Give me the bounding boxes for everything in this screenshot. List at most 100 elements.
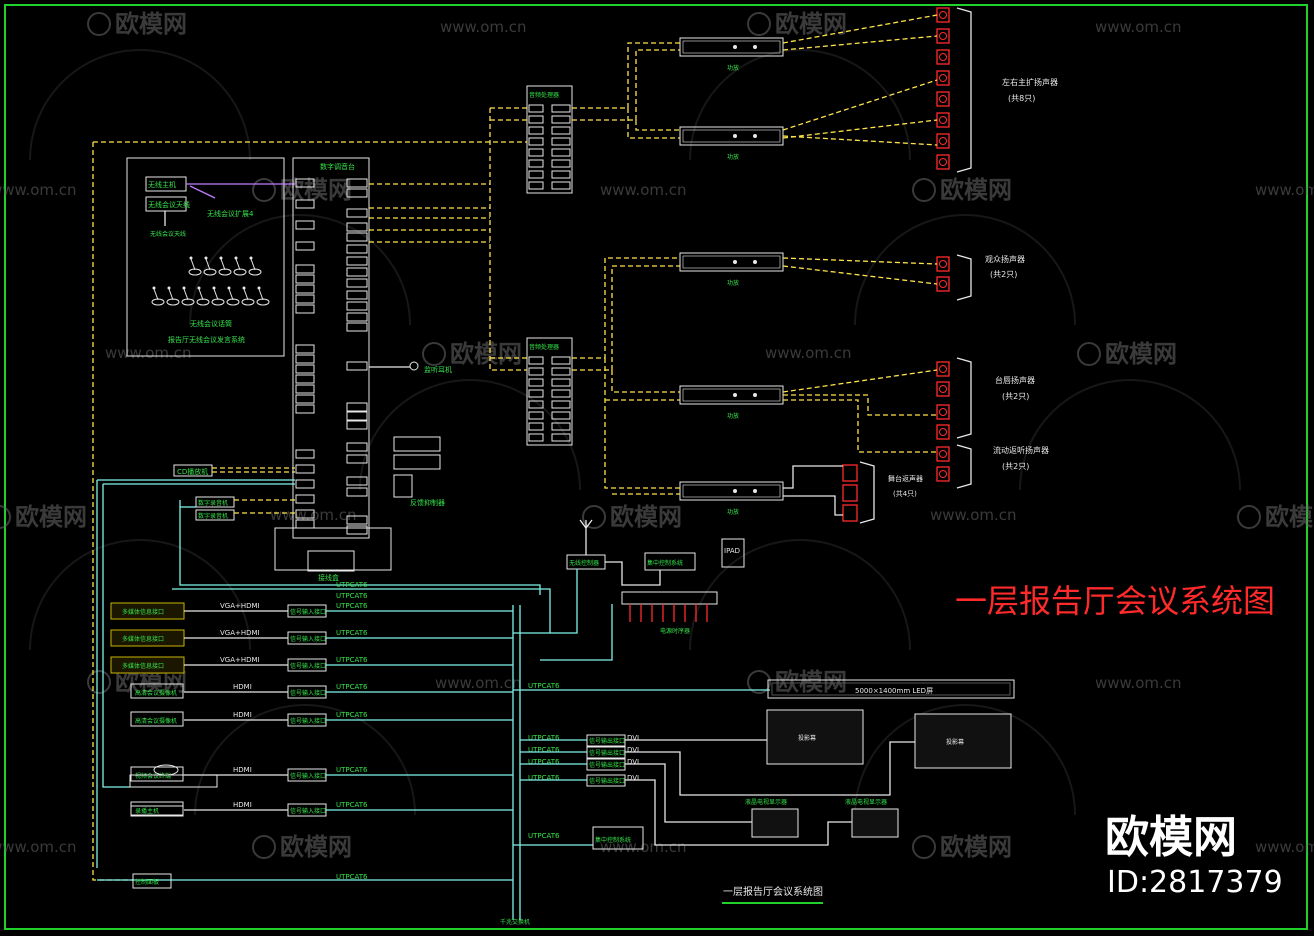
watermark-logo-icon [747, 12, 771, 36]
speaker-box [936, 381, 950, 397]
recorder-1 [195, 496, 235, 508]
amplifier-knob [733, 260, 737, 264]
speaker-icon [936, 154, 950, 170]
dsp-top-label: 音频处理器 [529, 91, 559, 99]
dsp-port [551, 137, 571, 146]
watermark-url: www.om.cn [1095, 674, 1182, 692]
cd-label: CD播放机 [177, 467, 208, 476]
antenna-icon [579, 519, 593, 530]
speaker-icon [936, 112, 950, 128]
hall-speaker-count: (共2只) [990, 270, 1017, 279]
microphone-icon [226, 286, 240, 306]
stage-speaker-label: 台唇扬声器 [995, 375, 1035, 385]
mixer-output-port [346, 188, 368, 198]
lcd-display-1 [751, 808, 799, 838]
led-cable-label: UTPCAT6 [528, 682, 560, 690]
watermark-url: www.om.cn [1095, 18, 1182, 36]
signal-output-label: 信号输出接口 [589, 777, 625, 785]
conference-system-label: 报告厅无线会议发言系统 [168, 335, 245, 344]
speaker-group-brace [956, 7, 972, 173]
mixer-output-port [346, 178, 368, 188]
signal-output-label: 信号输出接口 [589, 749, 625, 757]
source-cable-label: UTPCAT6 [336, 602, 368, 610]
watermark-url: www.om.cn [440, 18, 527, 36]
amplifier-knob [733, 45, 737, 49]
amplifier-panel [682, 484, 781, 498]
dsp-port [528, 389, 544, 398]
amplifier-knob [753, 45, 757, 49]
mic-neck [168, 288, 174, 301]
amplifier-unit [679, 126, 784, 146]
mixer-input-port [295, 294, 315, 304]
main-speaker-label: 左右主扩扬声器 [1002, 77, 1058, 87]
speaker-cone [939, 260, 947, 268]
source-cable-label: UTPCAT6 [336, 629, 368, 637]
mixer-output-port [346, 322, 368, 332]
watermark-logo-icon [0, 505, 11, 529]
source-link-label: VGA+HDMI [220, 602, 260, 610]
dsp-port [528, 137, 544, 146]
video-bus [102, 484, 130, 788]
antenna-label: 无线会议天线 [150, 230, 186, 238]
mic-head [182, 286, 186, 290]
mixer-input-port [295, 384, 315, 394]
mixer-output-port [346, 278, 368, 288]
dsp-port [528, 356, 544, 365]
amplifier-unit [679, 37, 784, 57]
watermark-arc [854, 214, 1076, 326]
jack-label: 接线盒 [318, 573, 339, 582]
source-device-box [130, 711, 184, 727]
dsp-port [551, 378, 571, 387]
mixer-input-port [295, 284, 315, 294]
power-sequencer-label: 电源时序器 [660, 627, 690, 635]
led-screen-label: 5000×1400mm LED屏 [855, 687, 933, 695]
mic-head [212, 286, 216, 290]
source-link-label: HDMI [233, 711, 252, 719]
jack-unit [307, 550, 355, 572]
signal-input-label: 信号输入接口 [290, 689, 326, 697]
amplifier-label: 功放 [727, 412, 739, 420]
speaker-icon [936, 133, 950, 149]
cd-player [173, 464, 213, 477]
wireless-antenna-unit [145, 196, 187, 212]
cable-label-top-2: UTPCAT6 [336, 592, 368, 600]
speaker-cone [939, 11, 947, 19]
monitor-speaker [842, 484, 858, 502]
watermark-url: www.om.cn [435, 674, 522, 692]
source-cable-label: UTPCAT6 [336, 801, 368, 809]
speaker-group-brace [956, 444, 972, 489]
power-sequencer [621, 591, 718, 605]
amplifier-label: 功放 [727, 153, 739, 161]
source-label: 高清会议摄像机 [135, 717, 177, 725]
mixer-output-port [346, 515, 368, 525]
speaker-box [936, 70, 950, 86]
dsp-port [551, 411, 571, 420]
mixer-input-port [295, 241, 315, 251]
watermark-url: www.om.cn [930, 506, 1017, 524]
watermark-url: www.om.cn [600, 181, 687, 199]
speaker-group-brace [956, 254, 972, 301]
dsp-bottom-label: 音频处理器 [529, 343, 559, 351]
watermark-logo-icon [747, 670, 771, 694]
hall-speaker-label: 观众扬声器 [985, 254, 1025, 264]
watermark-logo-icon [87, 670, 111, 694]
monitor-speaker-label: 舞台返声器 [888, 474, 923, 483]
amplifier-panel [682, 129, 781, 143]
amp-to-speaker [783, 399, 937, 453]
mic-neck [190, 258, 196, 271]
mixer-input-port [295, 374, 315, 384]
watermark-arc [689, 539, 911, 651]
recorder-1-label: 数字录音机 [198, 499, 228, 507]
output-link-label: DVI [627, 758, 639, 766]
watermark-url: www.om.cn [105, 344, 192, 362]
watermark-logo-icon [422, 342, 446, 366]
mixer-output-port [346, 361, 368, 371]
source-cable-label: UTPCAT6 [336, 656, 368, 664]
amp-to-speaker [782, 135, 938, 146]
microphone-icon [203, 256, 217, 276]
amplifier-knob [733, 489, 737, 493]
output-link-label: DVI [627, 774, 639, 782]
signal-input-label: 信号输入接口 [290, 772, 326, 780]
dsp-to-amp [572, 257, 680, 359]
control-run [540, 604, 613, 661]
